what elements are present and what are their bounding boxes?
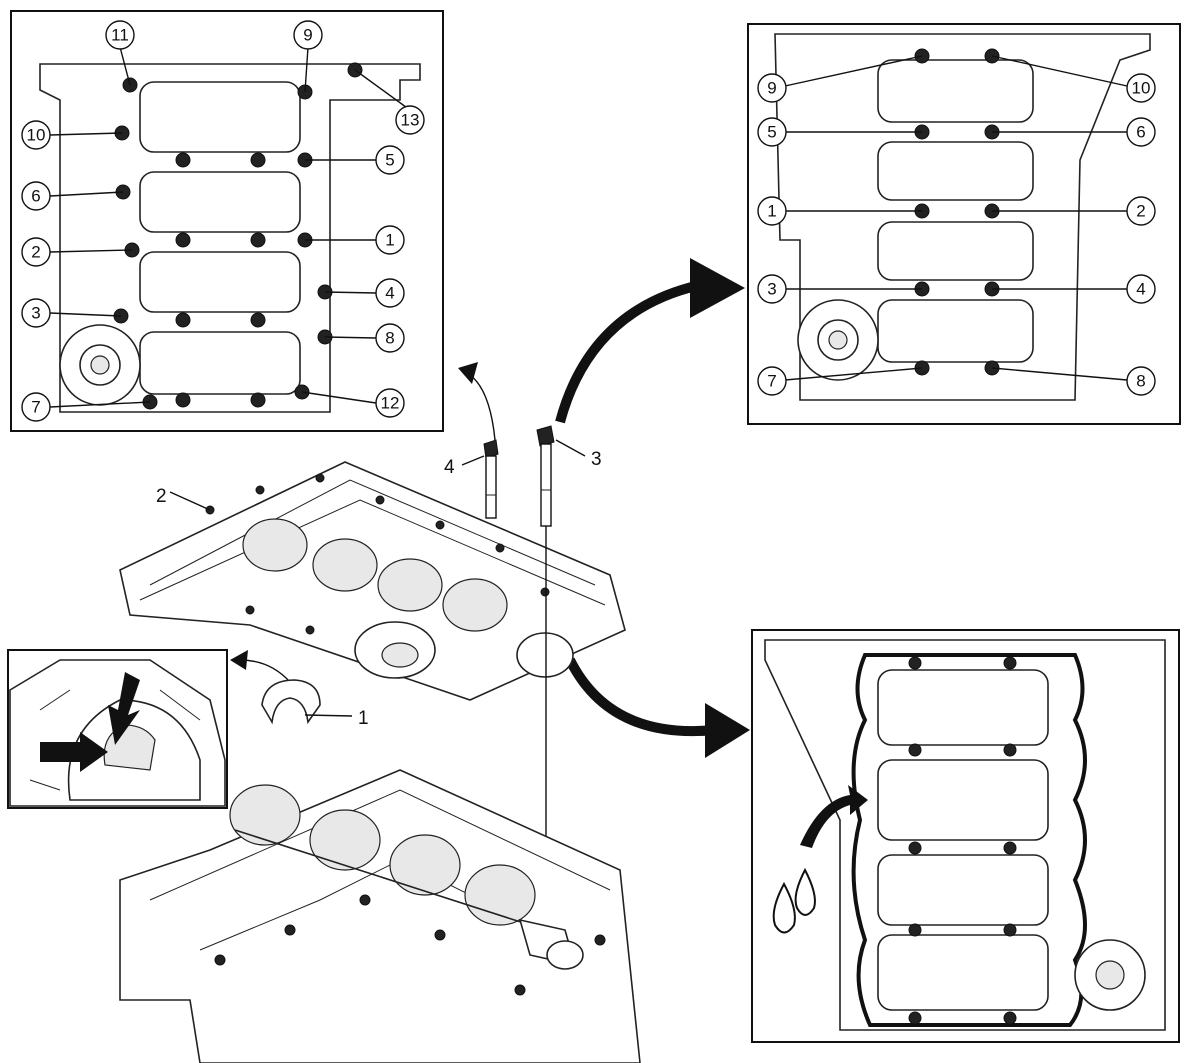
- panel-bedplate-bolt-sequence-left: 11 9 13 10 5 6 1 2 4 3 8 7 12: [10, 10, 444, 432]
- arrow-right-icon: [40, 732, 108, 772]
- bolt-short: 4: [444, 439, 499, 519]
- svg-text:2: 2: [31, 243, 40, 262]
- svg-text:8: 8: [1136, 372, 1145, 391]
- callout-tr-1: 1: [757, 196, 787, 226]
- callout-tr-3: 3: [757, 274, 787, 304]
- svg-text:12: 12: [381, 394, 400, 413]
- pointer-arrow-icon: [800, 785, 868, 848]
- svg-text:6: 6: [31, 187, 40, 206]
- svg-text:1: 1: [767, 202, 776, 221]
- callout-tr-10: 10: [1126, 73, 1156, 103]
- callout-tl-12: 12: [375, 388, 405, 418]
- callout-tl-7: 7: [21, 392, 51, 422]
- svg-text:5: 5: [385, 151, 394, 170]
- callout-tl-5: 5: [375, 145, 405, 175]
- callout-tl-9: 9: [293, 20, 323, 50]
- svg-text:4: 4: [1136, 280, 1145, 299]
- callout-tl-11: 11: [105, 20, 135, 50]
- callout-tr-9: 9: [757, 73, 787, 103]
- arrow-to-bearing-inset: [230, 650, 291, 683]
- sealant-drop-icon: [794, 867, 816, 916]
- callout-tr-2: 2: [1126, 196, 1156, 226]
- panel-bedplate-bolt-sequence-right: 9 10 5 6 1 2 3 4 7 8: [747, 23, 1181, 425]
- arrow-to-sealant-panel: [565, 657, 750, 758]
- callout-tr-4: 4: [1126, 274, 1156, 304]
- svg-text:4: 4: [385, 284, 394, 303]
- svg-text:13: 13: [401, 111, 420, 130]
- label-bedplate: 2: [156, 486, 167, 507]
- callout-tr-8: 8: [1126, 366, 1156, 396]
- svg-text:3: 3: [31, 304, 40, 323]
- callout-tl-13: 13: [395, 105, 425, 135]
- svg-text:2: 2: [1136, 202, 1145, 221]
- callout-tl-8: 8: [375, 323, 405, 353]
- sealant-drop-icon: [772, 881, 796, 934]
- svg-text:5: 5: [767, 123, 776, 142]
- bearing-shell: 1: [261, 679, 369, 729]
- label-bolt-long: 3: [591, 449, 602, 470]
- callout-tl-2: 2: [21, 237, 51, 267]
- svg-text:10: 10: [27, 126, 46, 145]
- callout-tl-10: 10: [21, 120, 51, 150]
- svg-text:8: 8: [385, 329, 394, 348]
- callout-tr-6: 6: [1126, 117, 1156, 147]
- arrow-to-top-right-panel: [555, 258, 745, 424]
- label-bearing-shell: 1: [358, 708, 369, 729]
- svg-text:10: 10: [1132, 79, 1151, 98]
- svg-text:11: 11: [111, 26, 129, 45]
- panel-sealant-application: [751, 629, 1180, 1043]
- svg-text:9: 9: [767, 79, 776, 98]
- arrow-to-top-left-panel: [458, 362, 496, 441]
- svg-text:9: 9: [303, 26, 312, 45]
- svg-text:3: 3: [767, 280, 776, 299]
- callout-tl-4: 4: [375, 278, 405, 308]
- callout-tr-7: 7: [757, 366, 787, 396]
- callout-tl-6: 6: [21, 181, 51, 211]
- svg-text:1: 1: [385, 231, 394, 250]
- bedplate: 2: [119, 461, 626, 701]
- engine-block-crankshaft: [119, 769, 641, 1063]
- label-bolt-short: 4: [444, 457, 455, 478]
- arrow-down-icon: [108, 672, 140, 745]
- callout-tl-3: 3: [21, 298, 51, 328]
- panel-bearing-insert-detail: [7, 649, 228, 809]
- svg-text:6: 6: [1136, 123, 1145, 142]
- svg-text:7: 7: [767, 372, 776, 391]
- callout-tl-1: 1: [375, 225, 405, 255]
- svg-text:7: 7: [31, 398, 40, 417]
- callout-tr-5: 5: [757, 117, 787, 147]
